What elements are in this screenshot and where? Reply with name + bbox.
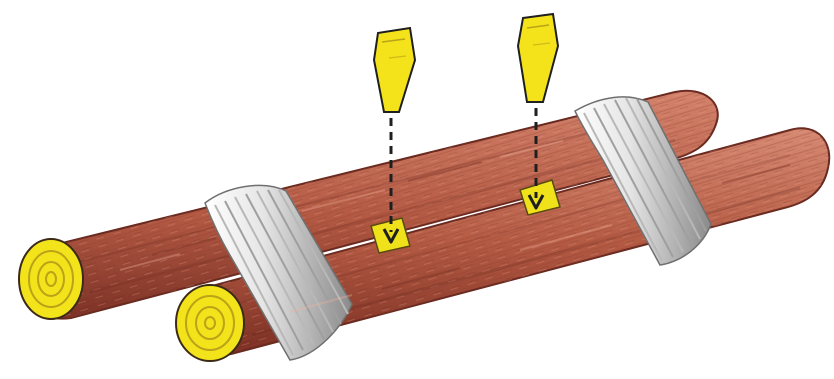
back-log-end-grain — [19, 239, 83, 319]
front-log-end-grain — [176, 285, 244, 361]
wooden-peg-icon — [374, 28, 415, 112]
wooden-peg-icon — [518, 14, 558, 102]
